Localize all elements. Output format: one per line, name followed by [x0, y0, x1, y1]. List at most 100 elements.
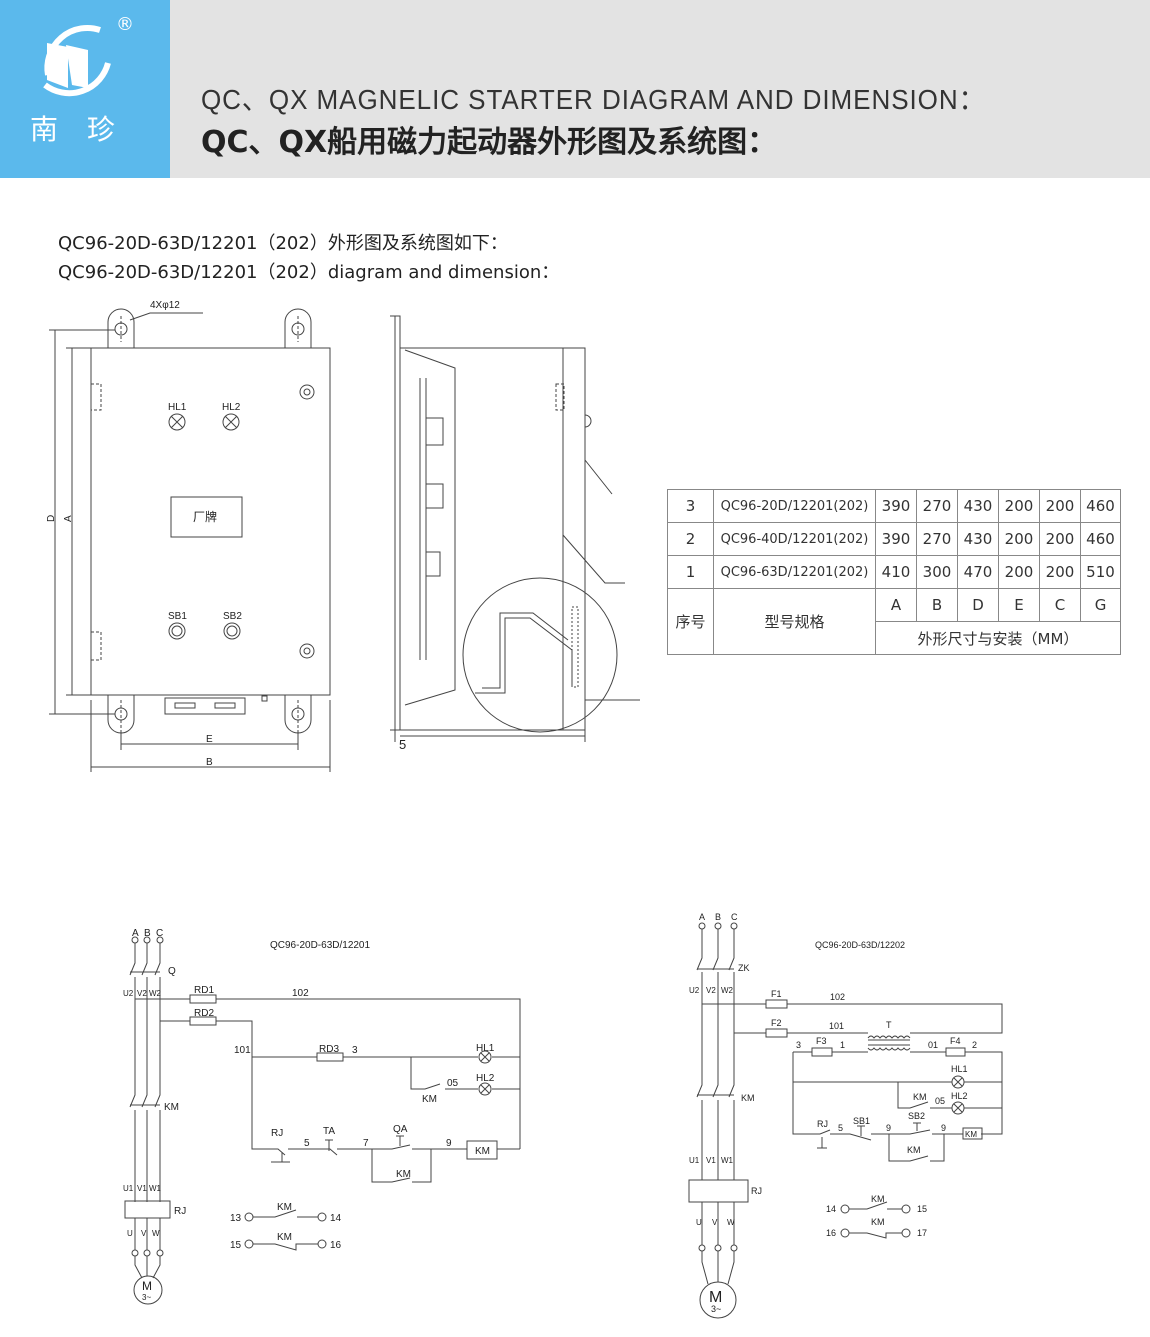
hl2-label: HL2	[222, 402, 241, 413]
diagram-label: V1	[137, 1184, 147, 1193]
diagram-line	[253, 1243, 318, 1251]
header-col: D	[957, 588, 999, 622]
diagram-line	[168, 413, 186, 431]
diagram-label: KM	[396, 1169, 411, 1180]
row-model: QC96-20D/12201(202)	[713, 489, 876, 523]
diagram-label: 05	[935, 1096, 945, 1106]
fuse-f2-icon	[765, 1028, 788, 1038]
dim-d-label: D	[46, 515, 57, 522]
diagram-line	[714, 922, 722, 930]
diagram-line	[419, 378, 427, 660]
diagram-line	[120, 316, 299, 728]
dimension-table: 3 QC96-20D/12201(202) 390 270 430 200 20…	[667, 489, 1121, 655]
cell: 270	[916, 522, 958, 556]
header-no: 序号	[667, 588, 714, 655]
diagram-line	[951, 1101, 965, 1115]
diagram-label: 15	[917, 1204, 927, 1214]
fuse-f3-icon	[811, 1047, 833, 1057]
diagram-line	[120, 730, 299, 750]
diagram-label: 3~	[142, 1293, 151, 1302]
hl1-label: HL1	[168, 402, 187, 413]
diagram-line	[90, 700, 331, 772]
diagram-label: W2	[149, 989, 162, 998]
diagram-label: Q	[168, 966, 176, 977]
front-view-drawing: 4Xφ12 HL1 HL2 厂牌 SB1 SB2 D A E B	[46, 300, 331, 772]
diagram-label: RJ	[751, 1186, 762, 1196]
diagram-line	[400, 347, 586, 731]
diagram-line	[951, 1075, 965, 1089]
diagram-line	[730, 922, 738, 930]
diagram-label: KM	[965, 1130, 977, 1139]
diagram-label: 9	[446, 1138, 452, 1149]
diagram-line	[425, 483, 444, 509]
diagram-line	[164, 697, 246, 715]
cell: 200	[998, 555, 1040, 589]
diagram-line	[224, 415, 238, 429]
header-col: B	[916, 588, 958, 622]
header-col: G	[1080, 588, 1121, 622]
diagram-line	[478, 1050, 492, 1064]
diagram-label: V2	[137, 989, 147, 998]
diagram-label: U	[696, 1218, 702, 1227]
title-english: QC、QX MAGNELIC STARTER DIAGRAM AND DIMEN…	[201, 84, 986, 115]
fuse-f1-icon	[765, 999, 788, 1009]
cell: 200	[1039, 555, 1081, 589]
diagram-label: ZK	[738, 963, 750, 973]
diagram-line	[462, 577, 618, 733]
button-sb2-icon	[223, 622, 241, 640]
circuit2-title: QC96-20D-63D/12202	[815, 940, 905, 950]
diagram-label: 3	[796, 1040, 801, 1050]
coil-km-icon	[466, 1140, 498, 1160]
row-model: QC96-63D/12201(202)	[713, 555, 876, 589]
diagram-line	[698, 1244, 706, 1252]
lamp-hl1-icon	[168, 413, 186, 431]
diagram-label: U1	[123, 1184, 134, 1193]
diagram-line	[404, 349, 456, 706]
cell: 270	[916, 489, 958, 523]
diagram-line	[849, 1232, 902, 1239]
diagram-line	[425, 551, 441, 577]
diagram-label: KM	[277, 1202, 292, 1213]
diagram-line	[571, 606, 579, 688]
diagram-line	[317, 1212, 327, 1222]
circuit1-title: QC96-20D-63D/12201	[270, 940, 370, 951]
diagram-line	[244, 1212, 254, 1222]
screw-icon	[299, 384, 315, 400]
diagram-label: 16	[330, 1240, 342, 1251]
row-model: QC96-40D/12201(202)	[713, 522, 876, 556]
diagram-label: 5	[838, 1123, 843, 1133]
diagram-line	[171, 625, 183, 637]
diagram-label: 101	[829, 1021, 844, 1031]
diagram-line	[226, 625, 238, 637]
diagram-label: U1	[689, 1156, 700, 1165]
diagram-line	[261, 695, 268, 702]
terminal-icon	[698, 922, 738, 930]
header-col: C	[1039, 588, 1081, 622]
diagram-line	[253, 1209, 318, 1218]
cell: 410	[875, 555, 917, 589]
diagram-label: 9	[886, 1123, 891, 1133]
diagram-label: TA	[323, 1126, 335, 1137]
diagram-label: 05	[447, 1078, 459, 1089]
subtitle-chinese: QC96-20D-63D/12201（202）外形图及系统图如下：	[58, 233, 508, 254]
dim-a-label: A	[63, 515, 74, 522]
diagram-line	[222, 413, 240, 431]
diagram-label: M	[142, 1279, 152, 1293]
diagram-label: F1	[771, 989, 782, 999]
page-header: ® 南 珍 QC、QX MAGNELIC STARTER DIAGRAM AND…	[0, 0, 1150, 178]
header-model: 型号规格	[713, 588, 876, 655]
diagram-label: 102	[292, 988, 309, 999]
subtitle-english: QC96-20D-63D/12201（202）diagram and dimen…	[58, 262, 560, 283]
dim-e-label: E	[206, 734, 213, 745]
diagram-line	[953, 1077, 963, 1087]
brand-logo: ® 南 珍	[0, 0, 170, 178]
diagram-line	[284, 308, 312, 348]
thermal-relay-rj-icon	[688, 1179, 749, 1203]
coil-km-icon	[962, 1127, 983, 1140]
diagram-label: A	[699, 912, 705, 922]
diagram-label: KM	[422, 1094, 437, 1105]
header-col: A	[875, 588, 917, 622]
cell: 390	[875, 489, 917, 523]
diagram-label: 14	[826, 1204, 836, 1214]
lamp-hl1-icon	[951, 1075, 965, 1089]
